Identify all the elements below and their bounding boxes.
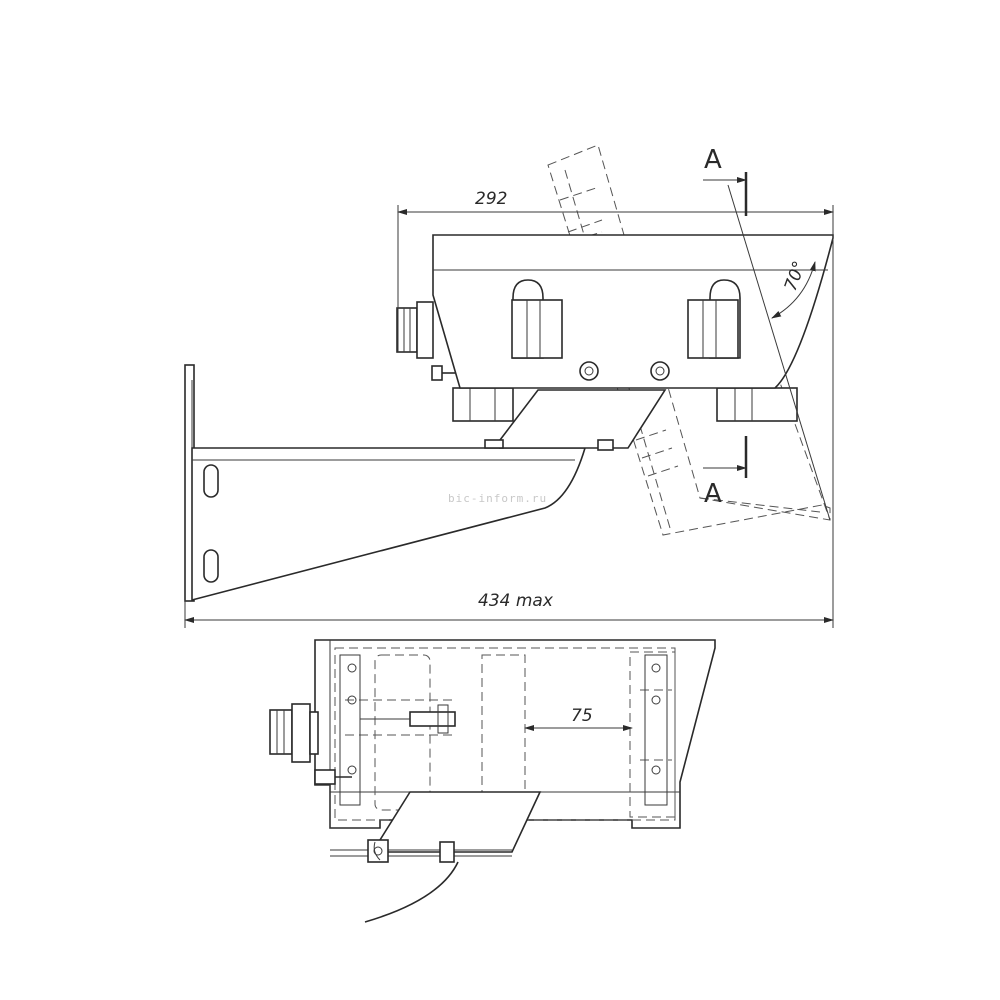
section-marker-upper: A: [703, 145, 748, 216]
housing-clamp-right: [687, 279, 741, 359]
mount-slot-upper: [203, 464, 219, 498]
camera-housing: [432, 234, 834, 389]
ground-stud-top: [314, 769, 352, 785]
dimension-width-label: 292: [475, 189, 507, 209]
section-label-upper: A: [704, 145, 722, 175]
top-view: 75: [269, 639, 716, 923]
cable-gland-top: [269, 703, 319, 763]
dimension-length: 434 max: [184, 235, 834, 628]
mounting-bolt: [360, 704, 456, 734]
dimension-length-label: 434 max: [478, 591, 554, 611]
clip-right: [644, 654, 668, 806]
screw: [579, 361, 599, 381]
adapter-plate: [499, 389, 667, 449]
housing-clamp-left: [511, 279, 563, 359]
screw: [650, 361, 670, 381]
adapter-nut: [484, 439, 504, 449]
watermark: bic-inform.ru: [448, 492, 547, 505]
dimension-offset: 75: [524, 706, 633, 731]
section-label-lower: A: [704, 479, 722, 509]
dimension-width: 292: [397, 189, 834, 352]
ground-stud: [431, 365, 455, 381]
dimension-offset-label: 75: [571, 706, 593, 726]
clip-left: [339, 654, 361, 806]
mount-slot-lower: [203, 549, 219, 583]
bracket-arm: [191, 447, 587, 602]
cable: [364, 861, 459, 923]
cable-gland: [396, 301, 434, 359]
bracket-nut: [367, 839, 455, 863]
bracket-top-view: [379, 791, 542, 853]
side-view: 292 434 max 70° A A bic-inform.ru: [184, 144, 834, 628]
section-marker-lower: A: [703, 436, 748, 509]
